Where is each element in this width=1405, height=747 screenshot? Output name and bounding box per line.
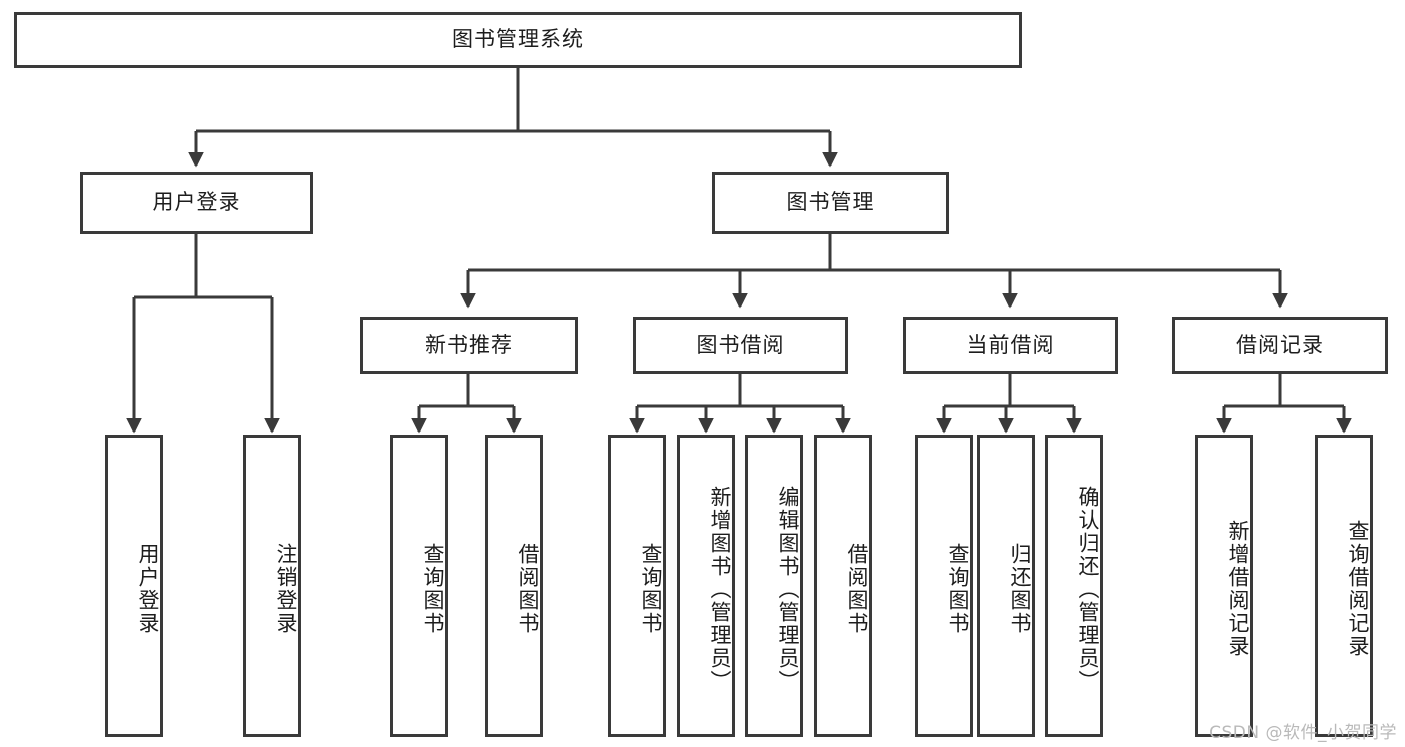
leaf-query-book-2[interactable]: 查询图书 — [608, 435, 666, 737]
leaf-query-book-2-label: 查询图书 — [639, 543, 663, 635]
leaf-add-record-label: 新增借阅记录 — [1226, 520, 1250, 658]
leaf-edit-book-label: 编辑图书（管理员） — [776, 485, 800, 693]
leaf-confirm-return[interactable]: 确认归还（管理员） — [1045, 435, 1103, 737]
node-new-book-recommend-label: 新书推荐 — [425, 332, 513, 357]
leaf-borrow-book-1[interactable]: 借阅图书 — [485, 435, 543, 737]
leaf-return-book[interactable]: 归还图书 — [977, 435, 1035, 737]
leaf-user-login[interactable]: 用户登录 — [105, 435, 163, 737]
node-root[interactable]: 图书管理系统 — [14, 12, 1022, 68]
leaf-add-book-label: 新增图书（管理员） — [708, 485, 732, 693]
node-current-borrow[interactable]: 当前借阅 — [903, 317, 1118, 374]
leaf-edit-book[interactable]: 编辑图书（管理员） — [745, 435, 803, 737]
node-current-borrow-label: 当前借阅 — [966, 332, 1055, 357]
watermark: CSDN @软件_小贺同学 — [1209, 723, 1397, 743]
node-borrow-record-label: 借阅记录 — [1236, 332, 1324, 357]
leaf-borrow-book-2-label: 借阅图书 — [845, 543, 869, 635]
leaf-user-login-label: 用户登录 — [136, 543, 160, 635]
leaf-borrow-book-1-label: 借阅图书 — [516, 543, 540, 635]
leaf-user-logout-label: 注销登录 — [274, 543, 298, 635]
leaf-confirm-return-label: 确认归还（管理员） — [1076, 485, 1100, 693]
leaf-query-book-3[interactable]: 查询图书 — [915, 435, 973, 737]
leaf-query-book-3-label: 查询图书 — [946, 543, 970, 635]
leaf-add-book[interactable]: 新增图书（管理员） — [677, 435, 735, 737]
node-user-login-label: 用户登录 — [152, 190, 241, 215]
leaf-add-record[interactable]: 新增借阅记录 — [1195, 435, 1253, 737]
leaf-borrow-book-2[interactable]: 借阅图书 — [814, 435, 872, 737]
node-book-borrow-label: 图书借阅 — [696, 332, 785, 357]
node-book-manage-label: 图书管理 — [786, 190, 875, 215]
node-book-borrow[interactable]: 图书借阅 — [633, 317, 848, 374]
leaf-query-record[interactable]: 查询借阅记录 — [1315, 435, 1373, 737]
node-new-book-recommend[interactable]: 新书推荐 — [360, 317, 578, 374]
node-borrow-record[interactable]: 借阅记录 — [1172, 317, 1388, 374]
node-user-login[interactable]: 用户登录 — [80, 172, 313, 234]
node-root-label: 图书管理系统 — [452, 27, 584, 52]
node-book-manage[interactable]: 图书管理 — [712, 172, 949, 234]
leaf-query-record-label: 查询借阅记录 — [1346, 520, 1370, 658]
leaf-query-book-1-label: 查询图书 — [421, 543, 445, 635]
leaf-return-book-label: 归还图书 — [1008, 543, 1032, 635]
leaf-user-logout[interactable]: 注销登录 — [243, 435, 301, 737]
leaf-query-book-1[interactable]: 查询图书 — [390, 435, 448, 737]
